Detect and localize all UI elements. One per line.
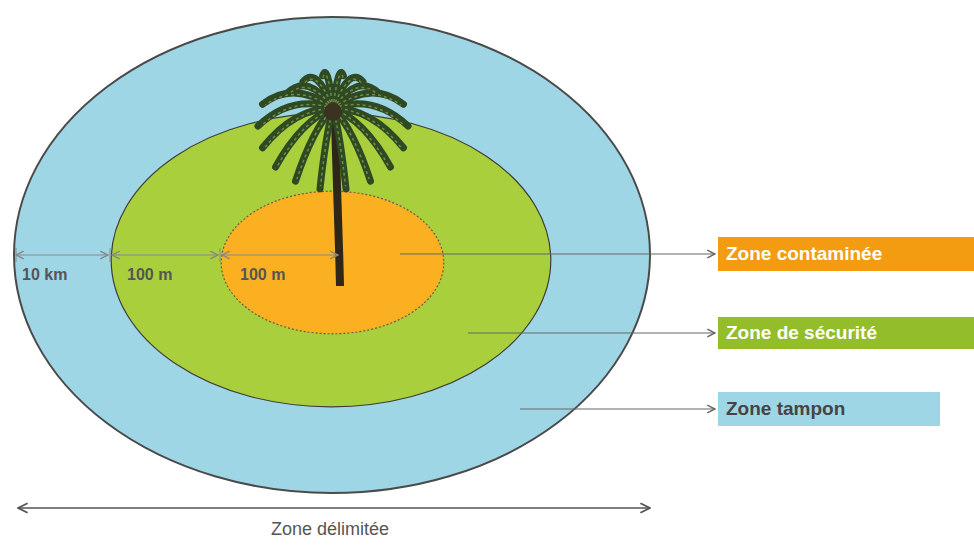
- leader-arrow: [520, 408, 715, 409]
- dimension-arrow: [16, 254, 108, 255]
- palm-leaflets: [261, 105, 333, 126]
- dimension-tick: [220, 248, 221, 262]
- dimension-tick: [110, 248, 111, 262]
- extent-label: Zone délimitée: [230, 519, 430, 540]
- zone-name: Zone de sécurité: [718, 322, 885, 344]
- dimension-arrow: [222, 254, 338, 255]
- palm-frond: [333, 93, 403, 108]
- dimension-tick: [16, 248, 17, 262]
- palm-leaflets: [333, 108, 401, 147]
- zone-label-box: Zone contaminée: [718, 237, 974, 271]
- palm-tree: [258, 72, 408, 286]
- extent-arrow: [18, 507, 650, 509]
- contaminated-zone-ellipse: 100 m: [220, 190, 445, 335]
- palm-leaflets: [333, 87, 377, 108]
- palm-leaflets: [333, 94, 401, 108]
- palm-leaflets: [323, 75, 333, 108]
- zone-ellipse: [111, 113, 551, 407]
- palm-leaflets: [265, 108, 333, 147]
- dimension-arrow: [112, 254, 218, 255]
- zone-name: Zone contaminée: [718, 243, 890, 265]
- zone-label-box: Zone de sécurité: [718, 317, 974, 349]
- leader-arrow: [400, 253, 715, 254]
- zone-ellipse: [14, 17, 650, 493]
- dimension-label: 100 m: [127, 266, 172, 284]
- zone-label-box: Zone tampon: [718, 392, 940, 426]
- leader-arrow: [468, 332, 715, 333]
- palm-leaflets: [278, 108, 333, 165]
- safety-zone-ellipse: 100 m 100 m: [110, 112, 552, 408]
- dimension-label: 10 km: [22, 266, 67, 284]
- zone-name: Zone tampon: [718, 398, 853, 420]
- dimension-label: 100 m: [240, 266, 285, 284]
- zone-outline: [220, 190, 445, 335]
- palm-crown: [324, 103, 342, 121]
- zone-ellipse: [221, 191, 444, 334]
- palm-leaflets: [265, 94, 333, 108]
- palm-leaflets: [289, 87, 333, 108]
